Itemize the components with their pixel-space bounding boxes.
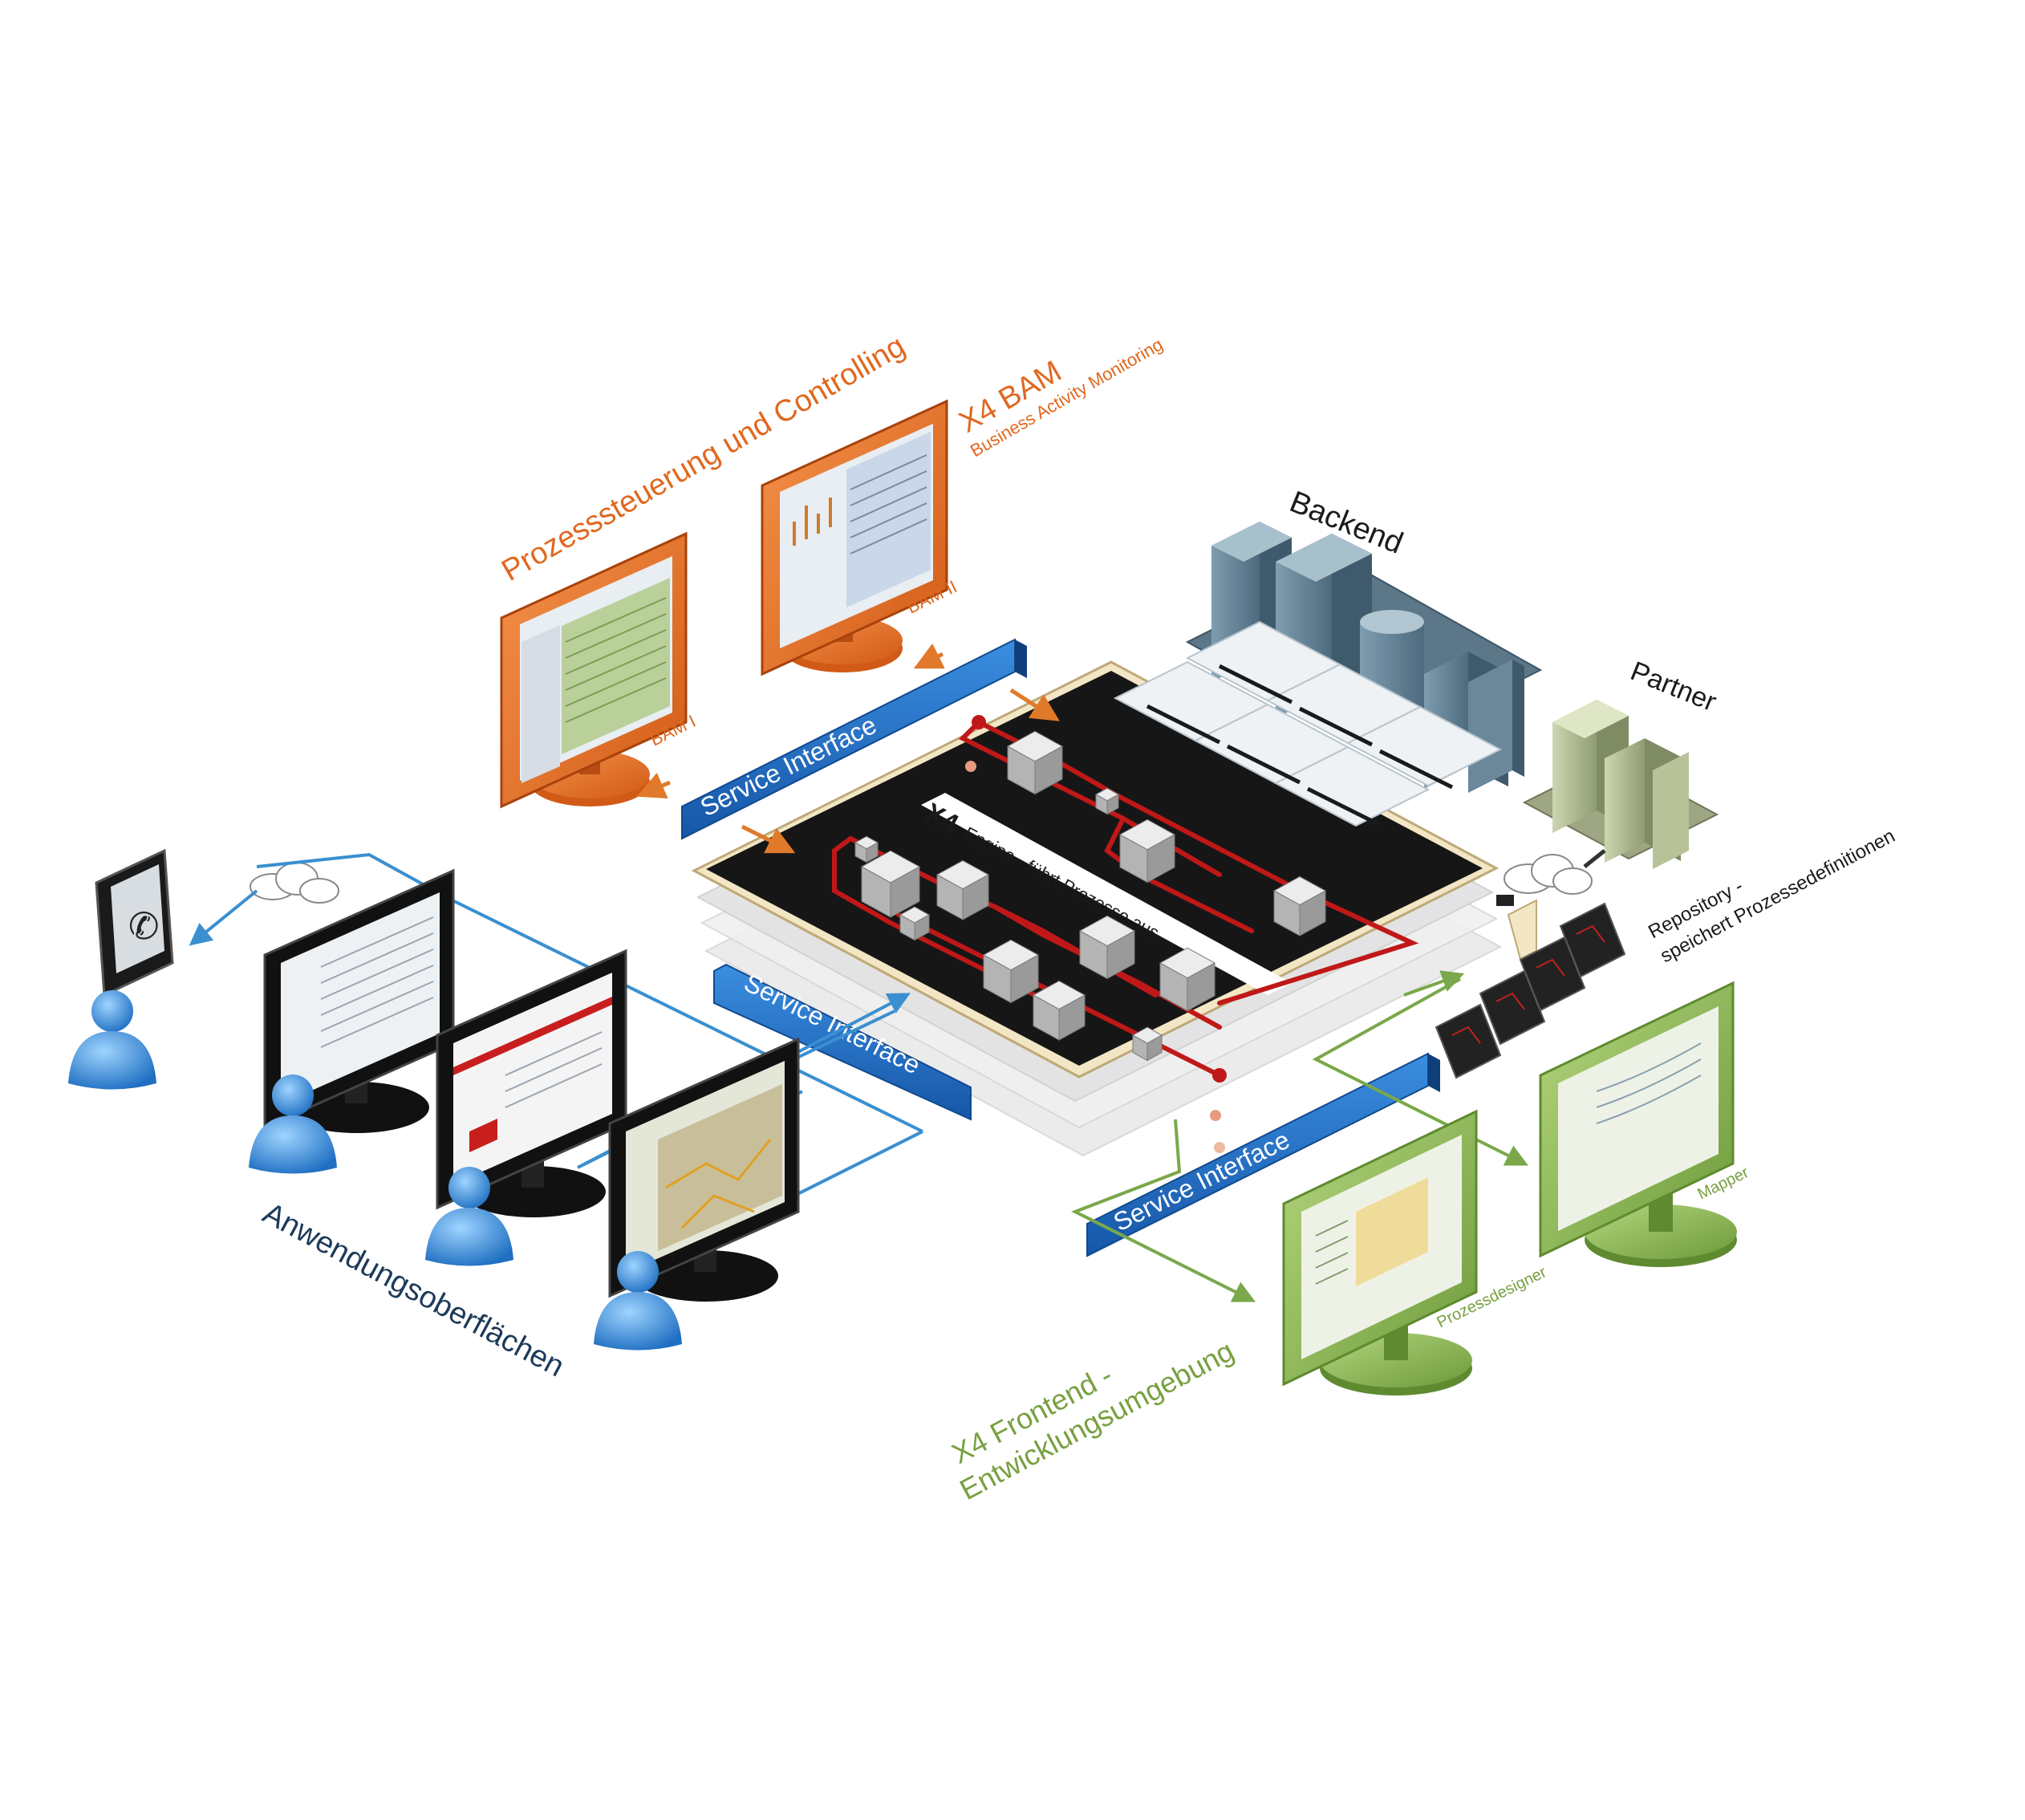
process-box [1272, 875, 1327, 936]
process-box [1006, 730, 1064, 795]
service-interface-bottom-label: Service Interface [1109, 1125, 1294, 1237]
anwendungsoberflaechen-heading: Anwendungsoberflächen [258, 1196, 570, 1383]
person-icon [249, 1075, 337, 1174]
person-icon [425, 1167, 513, 1266]
process-box [1131, 1026, 1163, 1062]
mobile-phone[interactable]: ✆ [95, 848, 174, 997]
process-box [982, 939, 1040, 1004]
process-nodes [965, 715, 1227, 1153]
process-box [1118, 819, 1176, 884]
process-box [1094, 787, 1120, 815]
partner-label: Partner [1626, 656, 1721, 717]
bam-2-monitor[interactable]: BAM II [761, 399, 960, 676]
folder-icon [1435, 902, 1626, 1079]
partner-cluster: Partner [1522, 656, 1721, 869]
backend-connectors [1113, 620, 1503, 827]
backend-cluster: Backend [1113, 485, 1543, 827]
process-box [935, 859, 990, 920]
process-box [1159, 947, 1216, 1012]
process-box [1078, 915, 1136, 980]
app-monitor-1[interactable] [263, 868, 455, 1133]
frontend-connection-lines [1071, 970, 1529, 1302]
prozessdesigner-monitor[interactable]: Prozessdesigner [1282, 1109, 1549, 1395]
cloud-icon [250, 862, 339, 904]
repository-label-line2: speichert Prozessedefinitionen [1657, 825, 1898, 967]
process-box [860, 850, 921, 918]
bam-2-screen-content [793, 432, 931, 607]
process-box [899, 906, 931, 941]
bam-1-screen-content [521, 578, 670, 783]
mapper-screen [1558, 1006, 1719, 1231]
process-box [1032, 980, 1086, 1041]
cloud-icon [1504, 854, 1593, 895]
mapper-monitor[interactable]: Mapper [1539, 981, 1751, 1267]
phone-icon: ✆ [128, 905, 160, 947]
bam-1-monitor[interactable]: BAM I [500, 531, 699, 809]
process-boxes [854, 730, 1327, 1062]
person-icon [68, 990, 156, 1090]
bam-connection-arrows [636, 643, 1060, 854]
process-box [854, 835, 879, 863]
app-monitor-3[interactable] [608, 1037, 800, 1302]
person-icon [594, 1251, 682, 1351]
app-monitor-2[interactable] [436, 949, 627, 1217]
